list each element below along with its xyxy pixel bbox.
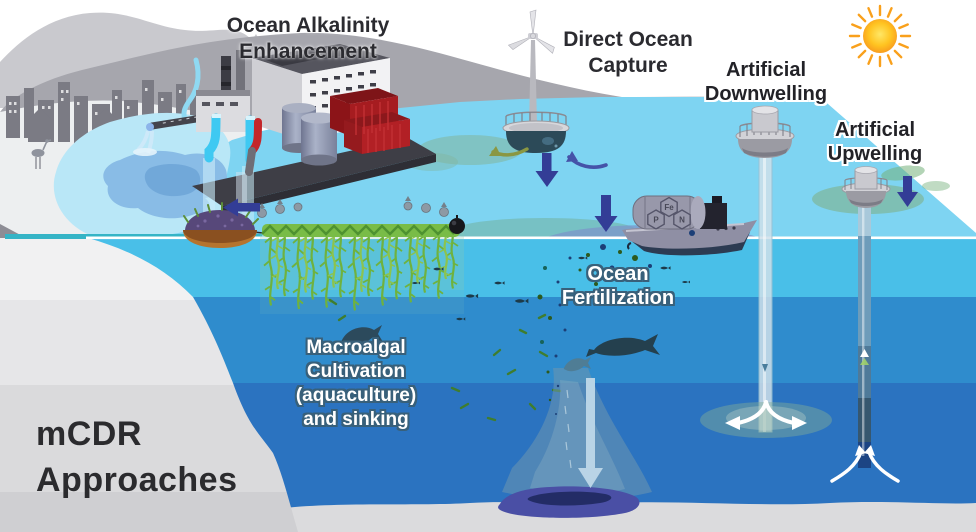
marine-life [341, 256, 690, 372]
ship-down-arrow [594, 195, 618, 232]
label-line: Cultivation [306, 361, 406, 383]
title-line: mCDR [36, 415, 142, 453]
upwelling-down-arrow [897, 176, 918, 207]
river [181, 57, 201, 125]
direct-ocean-capture-platform [502, 111, 570, 153]
label-line: (aquaculture) [295, 385, 417, 407]
diagram-title: mCDR Approaches [36, 412, 296, 504]
heron [31, 139, 52, 169]
containers [330, 88, 410, 154]
label-artificial-upwelling: Artificial Upwelling [800, 118, 950, 167]
label-line: Fertilization [561, 287, 675, 310]
label-macroalgal-cultivation: Macroalgal Cultivation (aquaculture) and… [256, 336, 456, 433]
whale [586, 334, 660, 357]
label-line: Ocean [587, 263, 649, 285]
doc-down-arrow [535, 153, 559, 187]
label-line: Ocean Alkalinity [226, 14, 390, 37]
alkalinity-factory [192, 44, 436, 226]
label-line: Downwelling [704, 83, 828, 106]
hex-label-p: P [653, 216, 659, 225]
label-line: Enhancement [239, 39, 377, 63]
doc-intake-arrows [489, 146, 608, 169]
dolphin [341, 325, 383, 346]
mat-export-arrow [223, 198, 260, 217]
label-line: and sinking [303, 409, 409, 431]
sinking-arrow [578, 378, 603, 488]
label-line: Artificial [725, 59, 807, 81]
sinking-plume [498, 368, 652, 518]
title-line: Approaches [36, 460, 238, 499]
downwelling-outflow-arrows [736, 400, 796, 425]
upwelling-system [830, 166, 900, 483]
bay [53, 112, 231, 238]
nutrient-particles [537, 230, 695, 415]
seafloor [284, 502, 976, 532]
hex-label-fe: Fe [664, 203, 674, 212]
label-line: Upwelling [827, 143, 923, 166]
label-line: Capture [588, 53, 668, 77]
downwelling-system [700, 105, 832, 438]
label-ocean-alkalinity-enhancement: Ocean Alkalinity Enhancement [197, 13, 419, 64]
label-direct-ocean-capture: Direct Ocean Capture [542, 27, 714, 78]
label-ocean-fertilization: Ocean Fertilization [532, 262, 704, 311]
label-line: Artificial [834, 119, 916, 141]
label-line: Direct Ocean [563, 28, 693, 51]
hex-label-n: N [679, 216, 685, 225]
waterline [86, 236, 976, 240]
sun [848, 4, 912, 68]
flow-arrows [223, 153, 918, 232]
label-line: Macroalgal [306, 337, 406, 358]
upwelling-inflow-arrows [830, 450, 900, 483]
label-artificial-downwelling: Artificial Downwelling [685, 58, 847, 107]
wind-turbine [507, 9, 555, 124]
small-dolphin [563, 357, 591, 372]
marker-buoys [257, 196, 449, 218]
